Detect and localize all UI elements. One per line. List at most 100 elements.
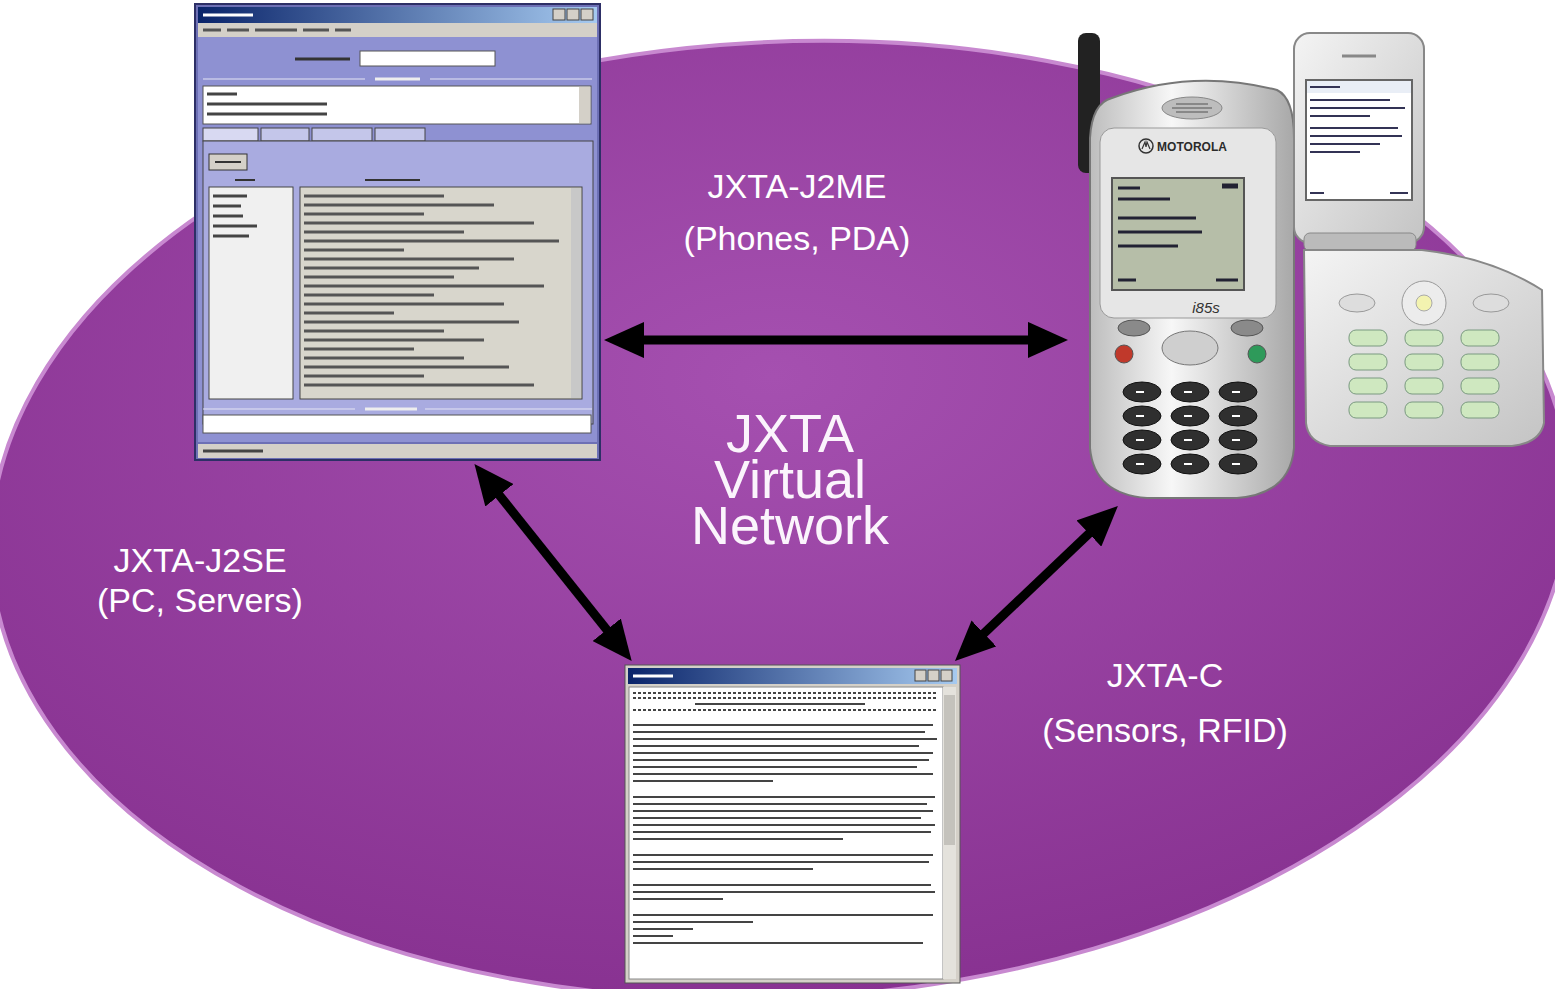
- header-scribble: [235, 179, 420, 181]
- key: [1461, 378, 1499, 394]
- brand-emblem-mark: [1142, 142, 1150, 149]
- title-bar: [198, 7, 597, 23]
- platform-label: JXTA-J2SE (PC, Servers): [80, 540, 320, 620]
- group-border: [203, 409, 592, 410]
- scrollbar: [943, 687, 956, 979]
- refresh-button: [209, 154, 247, 170]
- key: [1349, 402, 1387, 418]
- key: [1405, 330, 1443, 346]
- face-panel: [1100, 128, 1276, 318]
- window-button: [928, 670, 939, 681]
- menu-scribble: [203, 29, 351, 32]
- key: [1405, 354, 1443, 370]
- screen-scribble: [1118, 188, 1238, 280]
- field-caption-scribble: [295, 58, 350, 61]
- flip-body: [1304, 250, 1544, 446]
- tab: [203, 128, 258, 141]
- lid-speaker: [1342, 55, 1376, 58]
- network-title: JXTA Virtual Network: [660, 410, 920, 548]
- key: [1349, 330, 1387, 346]
- title-scribble: [203, 14, 253, 17]
- status-scribble: [203, 450, 263, 453]
- tab: [312, 128, 372, 141]
- brand-name: MOTOROLA: [1142, 140, 1242, 154]
- screen-scribble: [1310, 87, 1408, 193]
- earpiece-grille: [1172, 104, 1212, 112]
- button-scribble: [215, 161, 241, 163]
- key: [1405, 402, 1443, 418]
- list-scribble: [207, 94, 327, 114]
- message-area: [300, 187, 582, 399]
- menu-bar: [198, 23, 597, 37]
- title-scribble: [633, 675, 673, 678]
- key: [1461, 330, 1499, 346]
- window-button: [915, 670, 926, 681]
- shell-window-picture: [625, 665, 960, 983]
- title-bar: [628, 668, 957, 684]
- nav-center: [1416, 295, 1432, 311]
- keypad: [1123, 382, 1257, 474]
- tab: [261, 128, 309, 141]
- window-body: [198, 37, 597, 442]
- group-list: [203, 86, 591, 124]
- earpiece: [1162, 97, 1222, 119]
- soft-key: [1231, 320, 1263, 336]
- brand-emblem: [1139, 139, 1153, 153]
- message-scribble: [304, 196, 559, 385]
- text-holder: JXTA-C (Sensors, RFID): [1034, 648, 1296, 758]
- window-button: [581, 9, 593, 20]
- desktop-window-picture: [195, 4, 600, 460]
- group-border: [203, 79, 592, 80]
- model-name: i85s: [1184, 299, 1228, 317]
- phone-screen: [1112, 178, 1244, 290]
- flip-lid: [1294, 33, 1424, 243]
- window-button: [567, 9, 579, 20]
- window-button: [553, 9, 565, 20]
- send-field: [203, 415, 591, 433]
- signal-icon: [1222, 184, 1238, 189]
- text-holder: JXTA-J2SE (PC, Servers): [80, 540, 320, 620]
- user-scribble: [213, 196, 257, 236]
- window-frame: [625, 665, 960, 983]
- status-bar: [198, 444, 597, 458]
- mobile-peer: JXTA-J2ME (Phones, PDA): [1072, 28, 1550, 502]
- scroll-thumb: [944, 695, 955, 845]
- key: [1461, 402, 1499, 418]
- text-holder: JXTA-J2ME (Phones, PDA): [667, 160, 927, 264]
- flip-keypad: [1349, 330, 1499, 418]
- nav-pad: [1162, 331, 1218, 365]
- search-field: [360, 51, 495, 66]
- call-key: [1248, 345, 1266, 363]
- platform-label: JXTA-C (Sensors, RFID): [1034, 648, 1296, 758]
- window-frame: [195, 4, 600, 460]
- label-holder: i85s: [1184, 299, 1228, 317]
- hinge: [1304, 233, 1416, 251]
- key: [1349, 354, 1387, 370]
- key: [1461, 354, 1499, 370]
- key: [1349, 378, 1387, 394]
- console-rule: [633, 693, 938, 710]
- platform-label: JXTA-J2ME (Phones, PDA): [667, 160, 927, 264]
- group-title-scribble: [365, 408, 417, 411]
- phones-picture: [1078, 33, 1544, 498]
- window-button: [941, 670, 952, 681]
- key-marks: [1136, 392, 1240, 464]
- soft-key: [1118, 320, 1150, 336]
- group-title-scribble: [375, 78, 420, 81]
- tab-panel: [203, 141, 593, 424]
- bidirectional-arrow: [634, 335, 1038, 344]
- tab: [375, 128, 425, 141]
- user-list: [209, 187, 293, 399]
- label-holder: MOTOROLA: [1142, 140, 1242, 154]
- soft-key: [1339, 294, 1375, 312]
- key: [1405, 378, 1443, 394]
- console-scribble: [633, 704, 937, 943]
- scrollbar: [571, 188, 581, 398]
- nav-ring: [1402, 281, 1446, 325]
- phone-body: [1090, 81, 1294, 498]
- embedded-peer: JXTA-C (Sensors, RFID): [625, 665, 960, 983]
- lid-screen: [1306, 80, 1412, 200]
